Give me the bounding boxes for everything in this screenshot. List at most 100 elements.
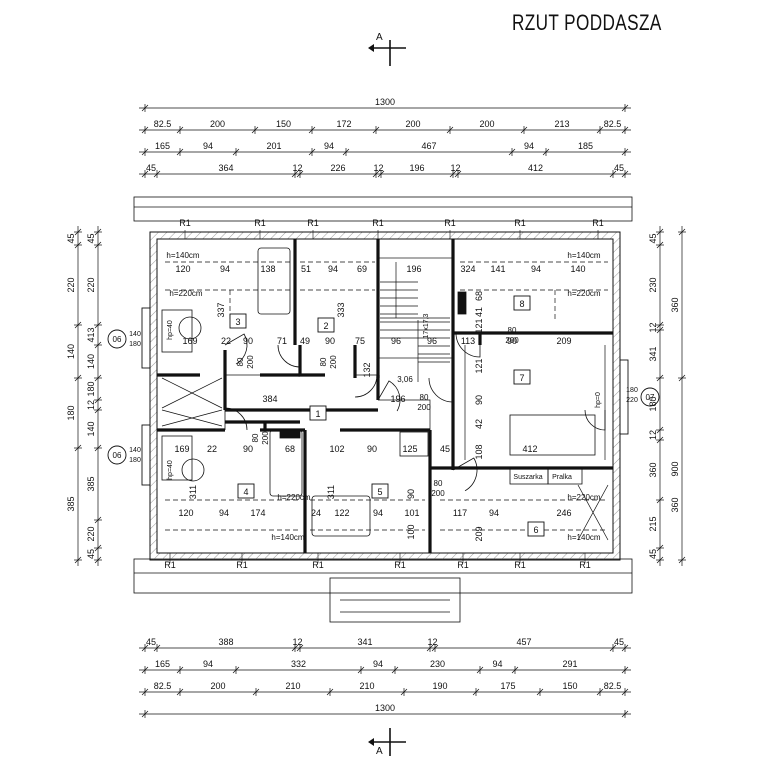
dim-left-inner: 140 <box>86 421 96 436</box>
sill-height-right: hp=0 <box>595 392 602 408</box>
rafter-label: R1 <box>236 560 248 570</box>
dim-left-inner: 12 <box>86 400 96 410</box>
dim-bottom-row2: 230 <box>430 659 445 669</box>
dim-top-row3: 12 <box>450 163 460 173</box>
height-room8-low: h=140cm <box>567 251 600 260</box>
room-tag-4-box <box>237 483 255 499</box>
dim-left-inner: 385 <box>86 476 96 491</box>
stair-level: 3,06 <box>397 375 413 384</box>
inner-dim: 90 <box>367 444 377 454</box>
door-height: 200 <box>417 403 431 412</box>
inner-dim: 138 <box>260 264 275 274</box>
dim-top-row2: 94 <box>203 141 213 151</box>
door-room6 <box>452 457 478 492</box>
bathtub-room3 <box>257 247 291 315</box>
dim-bottom-row1: 341 <box>357 637 372 647</box>
dim-bottom-row3: 210 <box>285 681 300 691</box>
rafter-label: R1 <box>307 218 319 228</box>
room-tag-8-box <box>513 295 531 311</box>
dim-left-outer: 180 <box>66 405 76 420</box>
inner-dim: 22 <box>207 444 217 454</box>
room-tag-5: 5 <box>377 487 382 497</box>
door-height: 200 <box>431 489 445 498</box>
door-room4 <box>224 407 248 431</box>
radiator <box>279 429 301 439</box>
dim-bottom-row1: 12 <box>292 637 302 647</box>
door-height: 200 <box>505 336 519 345</box>
inner-dim: 68 <box>285 444 295 454</box>
dim-bottom-row1: 12 <box>427 637 437 647</box>
inner-dim: 122 <box>334 508 349 518</box>
stair-steps: 17x17,3 <box>423 313 430 338</box>
dim-top-row2: 185 <box>578 141 593 151</box>
rafter-label: R1 <box>457 560 469 570</box>
dim-right-inner: 180 <box>648 396 658 411</box>
room-tag-4: 4 <box>243 487 248 497</box>
inner-dim: 101 <box>404 508 419 518</box>
staircase <box>377 257 454 382</box>
door-balcony <box>584 409 606 431</box>
bed-room7 <box>509 414 596 456</box>
room-tag-1: 1 <box>315 409 320 419</box>
height-room3-high: h=220cm <box>169 289 202 298</box>
door-swings <box>224 332 606 492</box>
rafter-label: R1 <box>164 560 176 570</box>
inner-dim: 169 <box>174 444 189 454</box>
window-tag-06b <box>107 445 127 465</box>
section-label-bottom: A <box>376 746 383 757</box>
rafter-label: R1 <box>579 560 591 570</box>
inner-dim: 311 <box>188 485 198 499</box>
fixtures <box>161 247 596 537</box>
door-width: 80 <box>251 433 260 442</box>
dim-bottom-row3: 82.5 <box>154 681 172 691</box>
room-tag-3: 3 <box>235 317 240 327</box>
door-width: 80 <box>420 393 429 402</box>
fixture-circle <box>181 458 205 482</box>
rafter-label: R1 <box>179 218 191 228</box>
dim-bottom-row1: 388 <box>218 637 233 647</box>
window-size: 180 <box>129 341 141 348</box>
inner-dim: 42 <box>474 419 484 429</box>
inner-dim: 196 <box>390 394 405 404</box>
roof-slope-lines <box>165 261 608 531</box>
height-room4-high: h=220cm <box>277 493 310 502</box>
drawing-title: RZUT PODDASZA <box>512 10 662 35</box>
sink-room5 <box>399 431 429 457</box>
dim-top-row1: 82.5 <box>154 119 172 129</box>
rafter-label: R1 <box>514 218 526 228</box>
window-size: 140 <box>129 447 141 454</box>
inner-dim: 132 <box>362 362 372 377</box>
dim-top-row1: 150 <box>276 119 291 129</box>
room-tag-5-box <box>371 483 389 499</box>
window-left-lower <box>141 424 151 486</box>
door-height: 200 <box>246 355 255 369</box>
inner-dim: 412 <box>522 444 537 454</box>
window-tag-label: 06 <box>113 335 122 344</box>
room-tag-6: 6 <box>533 525 538 535</box>
dim-right-inner: 12 <box>648 322 658 332</box>
skylight-marks <box>161 377 609 541</box>
inner-dim: 140 <box>570 264 585 274</box>
door-width: 80 <box>434 479 443 488</box>
inner-dim: 246 <box>556 508 571 518</box>
window-right <box>619 359 629 435</box>
rafter-label: R1 <box>514 560 526 570</box>
dimension-lines <box>74 104 686 718</box>
rafter-label: R1 <box>444 218 456 228</box>
dim-top-row2: 201 <box>266 141 281 151</box>
inner-dim: 24 <box>311 508 321 518</box>
dim-right-outer: 360 <box>670 497 680 512</box>
chimney <box>457 291 467 315</box>
dim-left-inner: 220 <box>86 277 96 292</box>
dim-left-inner: 45 <box>86 233 96 243</box>
room-tag-1-box <box>309 405 327 421</box>
door-height: 200 <box>329 355 338 369</box>
room-tag-7-box <box>513 369 531 385</box>
outer-walls <box>149 231 621 561</box>
dim-top-row3: 364 <box>218 163 233 173</box>
inner-dim: 90 <box>243 444 253 454</box>
height-room8-high: h=220cm <box>567 289 600 298</box>
height-room6-high: h=220cm <box>567 493 600 502</box>
door-width: 80 <box>508 326 517 335</box>
inner-dim: 120 <box>178 508 193 518</box>
